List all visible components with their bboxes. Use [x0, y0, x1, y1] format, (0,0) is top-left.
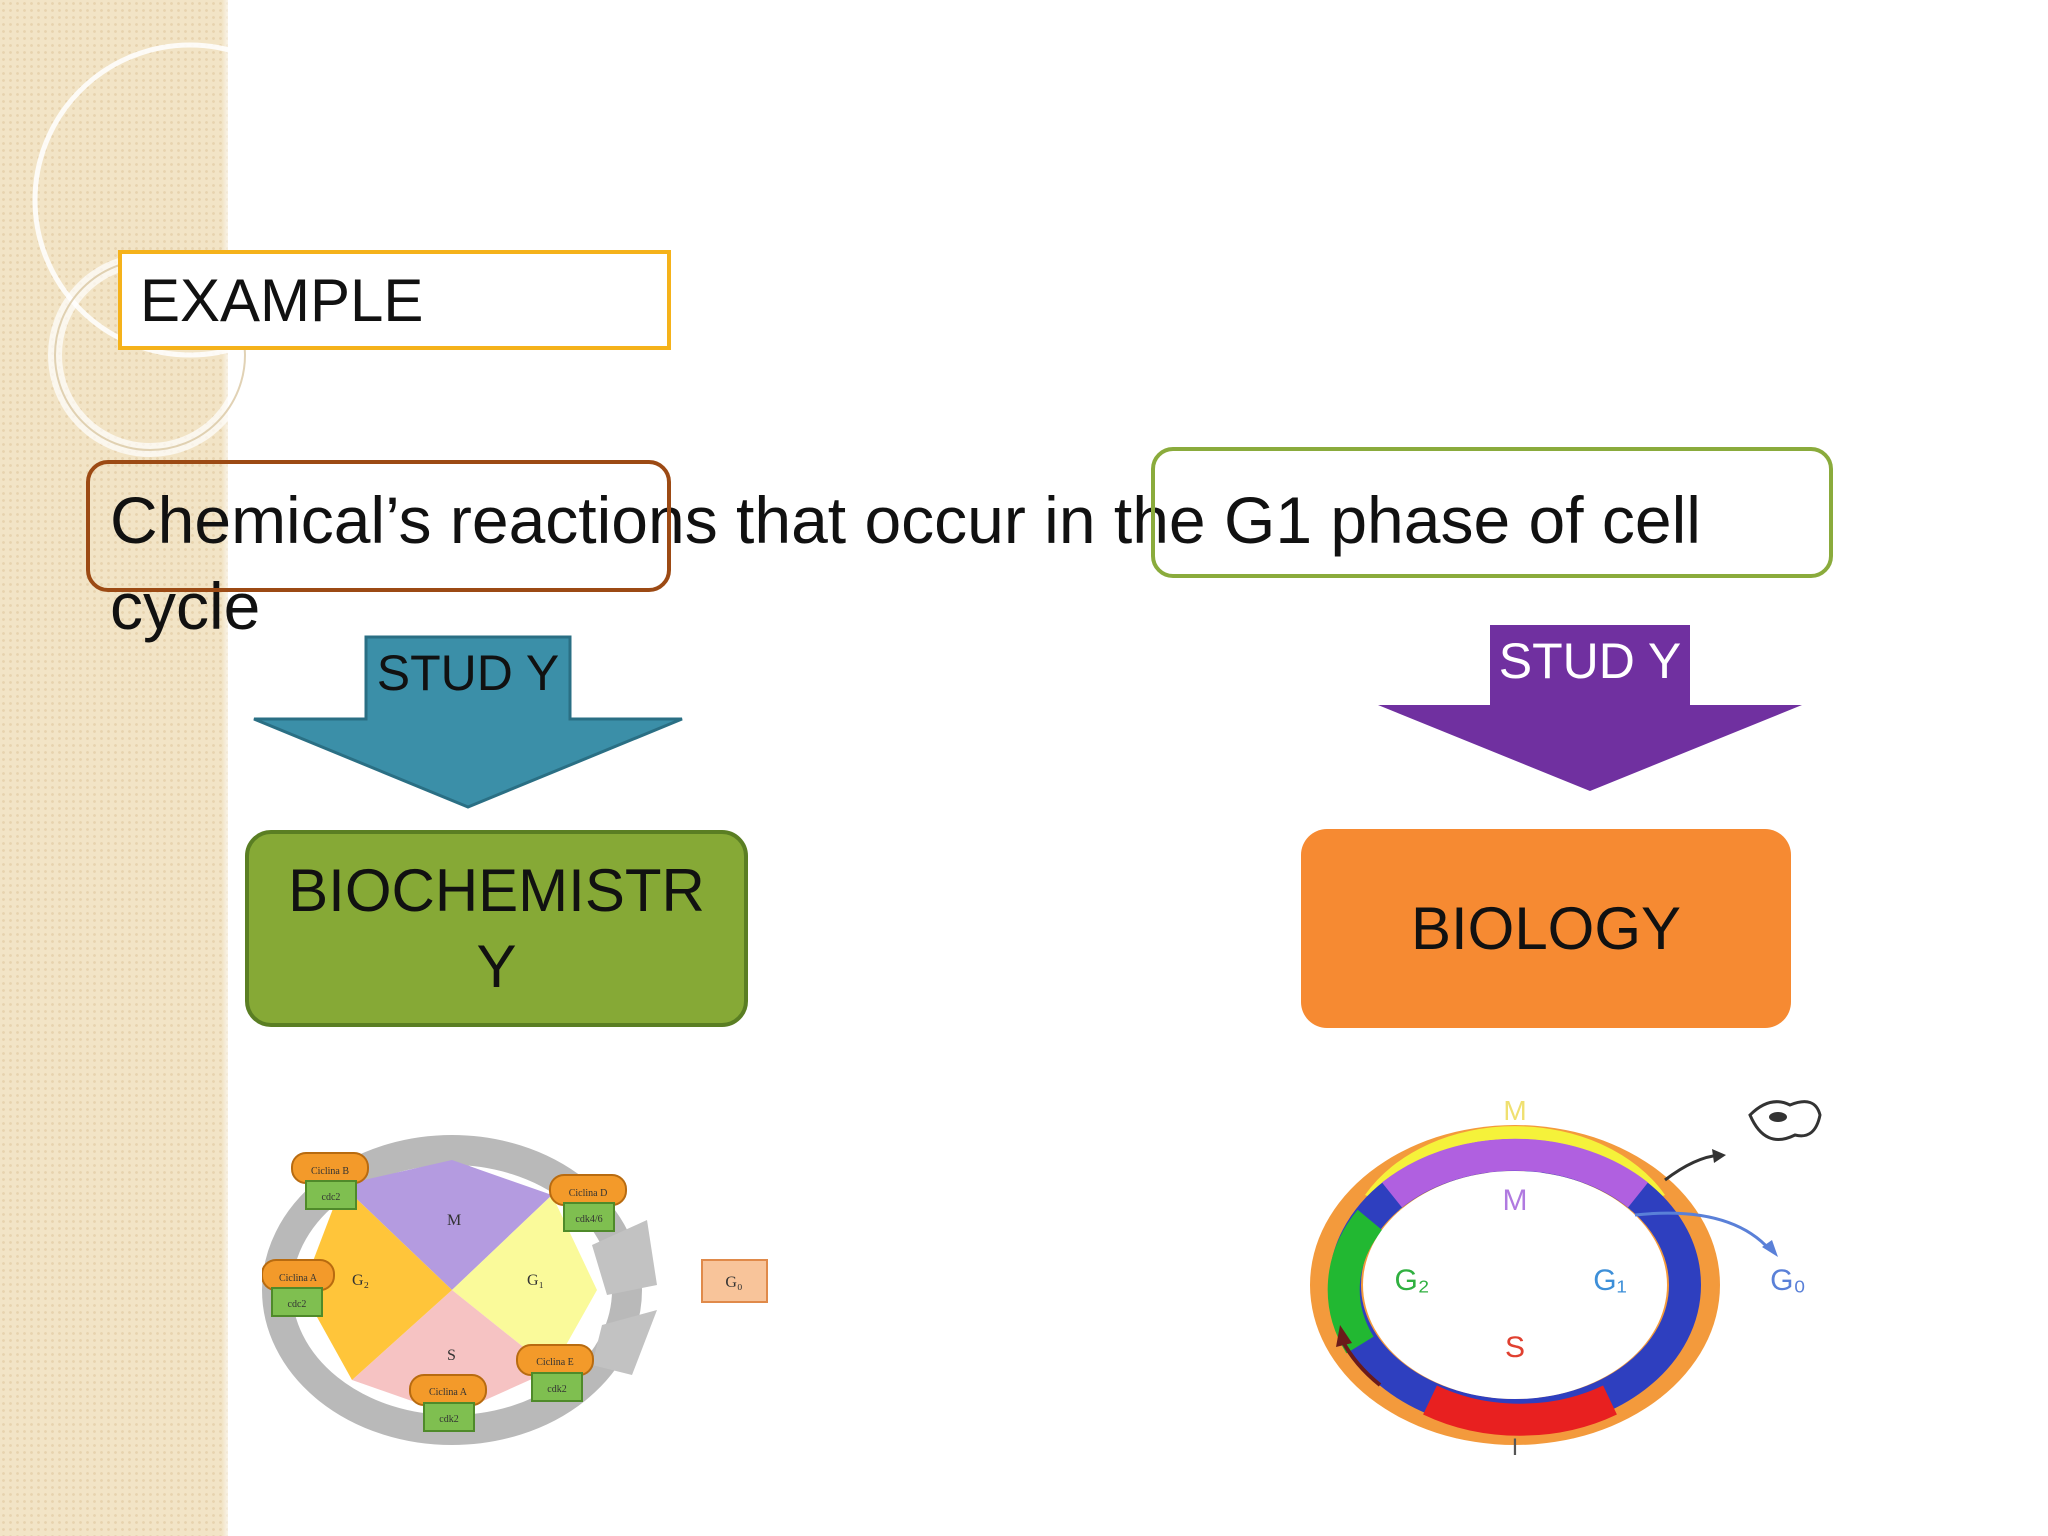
svg-text:Ciclina B: Ciclina B — [311, 1166, 349, 1177]
division-arrow — [1664, 1153, 1721, 1182]
ring-bottom-label: I — [1512, 1434, 1519, 1460]
cell-cycle-ring-diagram: M M G₁ S G₂ G₀ I — [1310, 1095, 1822, 1460]
slide-sentence: Chemical’s reactions that occur in the G… — [110, 483, 1701, 643]
cyclin-tag-2: Ciclina D cdk4/6 — [549, 1174, 627, 1232]
study-arrow-right — [1378, 625, 1802, 791]
cell-sketch-icon — [1748, 1100, 1822, 1141]
svg-text:Ciclina A: Ciclina A — [279, 1273, 318, 1284]
biochemistry-box — [245, 830, 748, 1027]
svg-text:Ciclina D: Ciclina D — [569, 1188, 608, 1199]
example-label: EXAMPLE — [140, 267, 424, 334]
svg-text:cdk4/6: cdk4/6 — [575, 1214, 602, 1225]
study-arrow-right-label: STUD Y — [1498, 633, 1682, 689]
ring-g0-label: G₀ — [1770, 1264, 1806, 1297]
biochem-phase-m: M — [447, 1212, 461, 1229]
svg-text:cdk2: cdk2 — [547, 1384, 566, 1395]
ring-outer-m-label: M — [1503, 1095, 1526, 1126]
ring-g1-label: G₁ — [1593, 1264, 1626, 1297]
ring-m-label: M — [1503, 1184, 1528, 1217]
svg-text:cdk2: cdk2 — [439, 1414, 458, 1425]
svg-text:Ciclina E: Ciclina E — [536, 1357, 574, 1368]
svg-text:cdc2: cdc2 — [322, 1192, 341, 1203]
example-box — [118, 250, 671, 350]
biology-label: BIOLOGY — [1410, 894, 1682, 962]
study-arrow-left-label: STUD Y — [376, 645, 560, 701]
svg-text:G₀: G₀ — [725, 1274, 742, 1291]
svg-text:Ciclina A: Ciclina A — [429, 1387, 468, 1398]
cyclin-tag-3: Ciclina A cdc2 — [262, 1259, 335, 1317]
g1-phase-highlight — [1151, 447, 1833, 578]
biochem-phase-s: S — [447, 1347, 456, 1364]
cyclin-tag-4: Ciclina E cdk2 — [516, 1344, 594, 1402]
biochemistry-label: BIOCHEMISTR Y — [288, 856, 705, 1000]
cyclin-tag-5: Ciclina A cdk2 — [409, 1374, 487, 1432]
cyclin-cell-cycle-diagram: M G₁ S G₂ Ciclina B cdc2 Ciclina D cdk4/… — [262, 1135, 768, 1445]
biochem-phase-g2: G₂ — [352, 1272, 369, 1289]
ring-g2-label: G₂ — [1395, 1264, 1430, 1297]
chemical-reactions-highlight — [86, 460, 671, 592]
biology-box — [1301, 829, 1791, 1028]
study-arrow-left — [253, 635, 683, 809]
ring-s-label: S — [1505, 1331, 1525, 1364]
svg-text:cdc2: cdc2 — [288, 1299, 307, 1310]
cyclin-tag-1: Ciclina B cdc2 — [291, 1152, 369, 1210]
side-strip-edge — [222, 0, 228, 1536]
biochem-phase-g1: G₁ — [527, 1272, 544, 1289]
g0-tag: G₀ — [701, 1259, 768, 1303]
g0-exit-arrow — [1634, 1211, 1772, 1251]
